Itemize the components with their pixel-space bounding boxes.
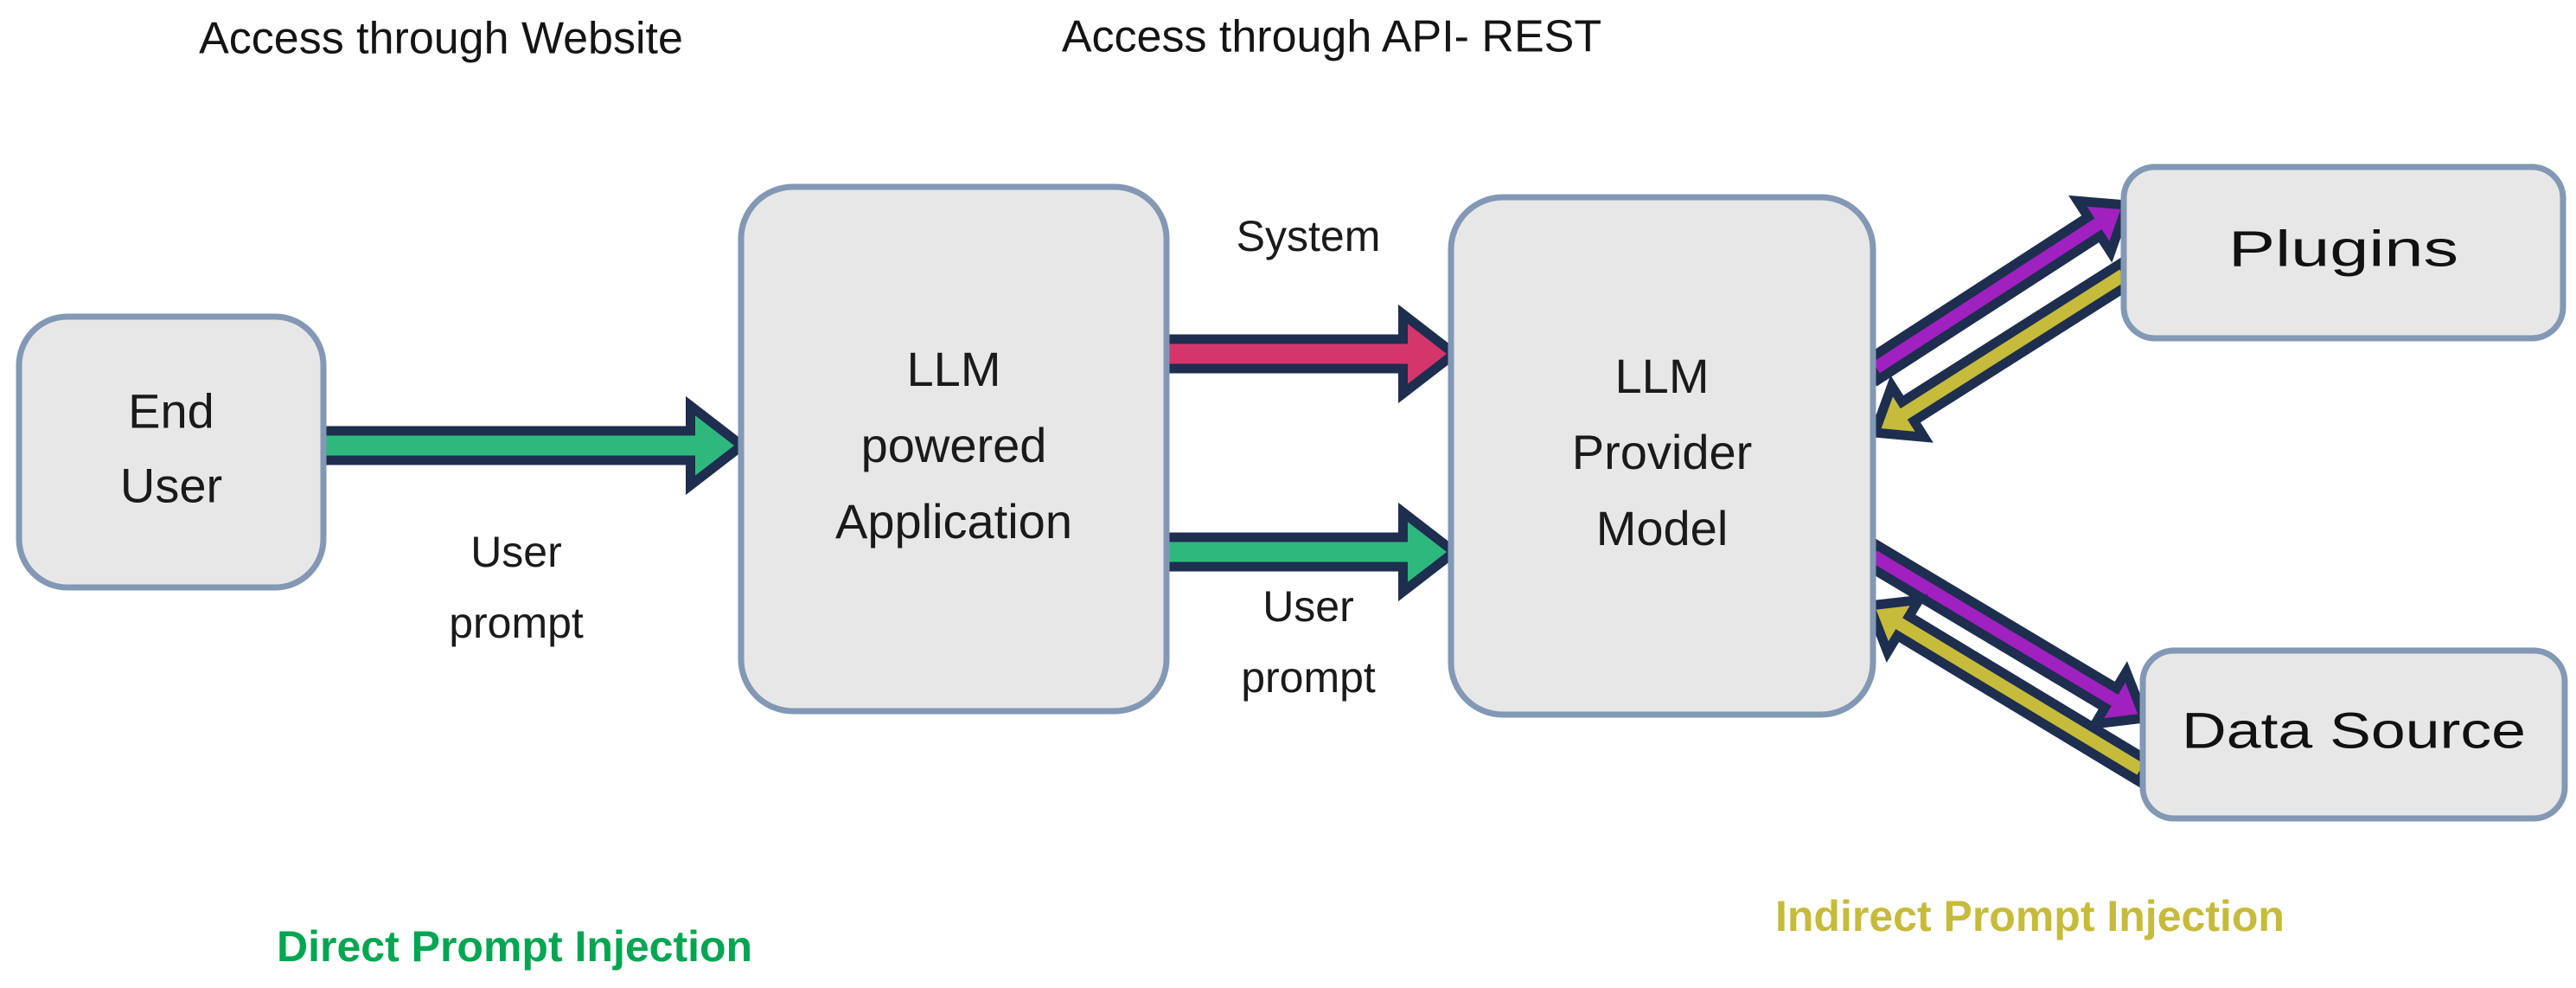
legend-indirect-prompt-injection: Indirect Prompt Injection [1775, 892, 2285, 940]
node-llm-provider-model-label-line-2: Model [1596, 501, 1729, 555]
edge-plugins-to-provider [1868, 256, 2140, 443]
node-plugins-shape[interactable] [2120, 164, 2566, 342]
edge-label-user-prompt-left-line-0: User [470, 528, 562, 576]
header-access-through-api-rest: Access through API- REST [1062, 12, 1601, 62]
node-llm-powered-application-label-line-1: powered [861, 418, 1047, 472]
node-llm-provider-model-shape[interactable] [1448, 194, 1876, 718]
node-llm-powered-application-label-line-0: LLM [907, 342, 1001, 396]
node-end-user-shape[interactable] [16, 313, 327, 591]
edge-application-to-provider-user-prompt [1159, 502, 1463, 602]
node-end-user-label-line-1: User [120, 458, 222, 512]
edge-label-user-prompt-left-line-1: prompt [449, 599, 584, 647]
node-data-source-label-line-0: Data Source [2182, 703, 2526, 759]
edge-label-user-prompt-right-line-0: User [1262, 582, 1354, 631]
legend-direct-prompt-injection: Direct Prompt Injection [277, 922, 752, 971]
node-plugins[interactable]: Plugins [2120, 164, 2566, 342]
edge-label-system-line-0: System [1237, 212, 1381, 260]
node-end-user-label-line-0: End [128, 383, 214, 438]
node-data-source-shape[interactable] [2139, 647, 2568, 822]
node-llm-provider-model-label-line-1: Provider [1572, 425, 1753, 479]
edges-group [315, 195, 2157, 788]
node-data-source[interactable]: Data Source [2139, 647, 2568, 822]
edge-label-user-prompt-right-line-1: prompt [1241, 653, 1376, 702]
node-llm-powered-application-label-line-2: Application [835, 494, 1072, 549]
edge-application-to-provider-system [1159, 304, 1463, 404]
edge-end-user-to-application [315, 395, 751, 496]
header-access-through-website: Access through Website [199, 14, 683, 64]
node-llm-provider-model-label-line-0: LLM [1615, 349, 1710, 403]
header-group: Access through Website Access through AP… [199, 12, 1601, 64]
edge-label-user-prompt-right: User prompt [1241, 582, 1376, 702]
edge-label-system: System [1237, 212, 1381, 260]
node-plugins-label-line-0: Plugins [2228, 221, 2458, 277]
legend-group: Direct Prompt Injection Indirect Prompt … [277, 892, 2285, 971]
edge-label-user-prompt-left: User prompt [449, 528, 584, 647]
edge-data-source-to-provider [1863, 593, 2157, 788]
node-llm-powered-application-shape[interactable] [738, 183, 1170, 715]
edge-provider-to-data-source [1857, 537, 2151, 730]
edge-provider-to-plugins [1859, 195, 2134, 387]
